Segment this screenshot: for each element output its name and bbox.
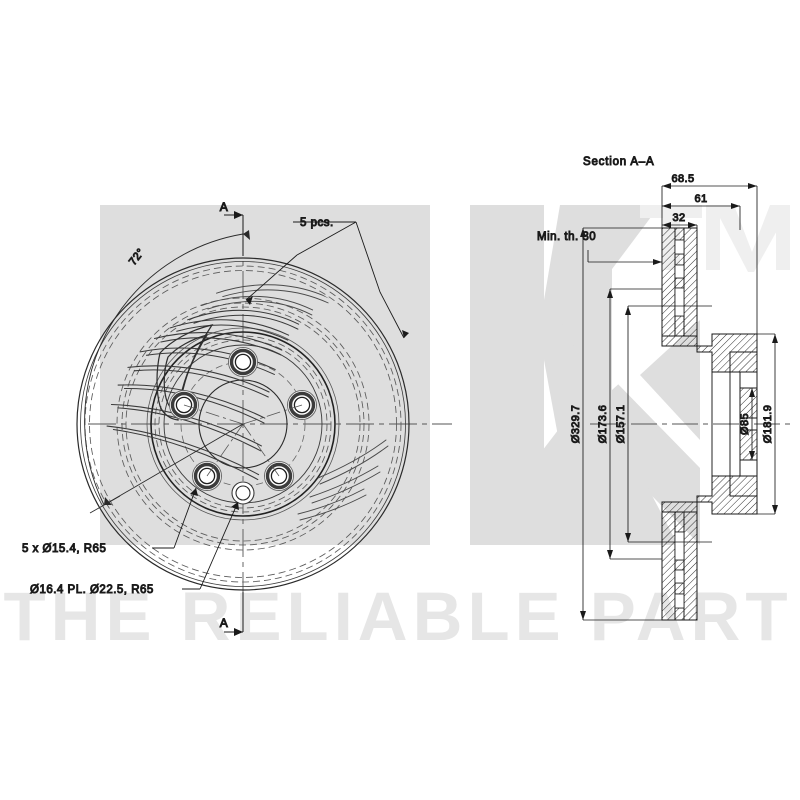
- min-thickness-label: Min. th. 30: [537, 231, 596, 243]
- front-view: 72° A A 5 pcs.: [22, 200, 452, 636]
- dim-label-173-6: Ø173.6: [597, 405, 609, 443]
- friction-ring-upper: [661, 227, 698, 337]
- dim-label-157-1: Ø157.1: [615, 405, 627, 443]
- locating-pin-hole: [231, 481, 255, 505]
- vane-count-label: 5 pcs.: [300, 217, 334, 229]
- section-mark-top: [224, 211, 244, 256]
- watermark-tagline: THE RELIABLE PART: [3, 578, 792, 655]
- note-bolt-holes: 5 x Ø15.4, R65: [22, 543, 106, 555]
- hat-profile-lines: [711, 372, 758, 476]
- vertical-dimensions-right: [740, 333, 778, 515]
- section-letter-bottom: A: [220, 616, 229, 630]
- dim-label-329-7: Ø329.7: [570, 405, 582, 443]
- section-letter-top: A: [220, 200, 229, 214]
- dim-label-32: 32: [672, 212, 685, 224]
- vertical-dimensions-left: [580, 227, 712, 621]
- angle-dimension-72: [84, 230, 250, 514]
- dim-label-85: Ø85: [739, 413, 751, 435]
- min-thickness-leader: [587, 250, 662, 265]
- hat-section-lower: [661, 429, 758, 515]
- friction-ring-inner-circle: [150, 331, 336, 517]
- dim-label-68-5: 68.5: [671, 173, 694, 185]
- dim-label-181-9: Ø181.9: [762, 405, 774, 443]
- outer-chamfer-circle: [80, 261, 406, 587]
- friction-ring-inner-circle-2: [146, 327, 340, 521]
- hat-section-upper: [661, 333, 758, 419]
- bolt-hole: [228, 347, 258, 377]
- center-lines: [88, 228, 452, 618]
- friction-ring-lower: [661, 511, 698, 621]
- section-view: Section A–A: [537, 156, 790, 621]
- vane-count-leader: [245, 221, 409, 339]
- section-title: Section A–A: [583, 156, 654, 168]
- dim-label-61: 61: [694, 193, 707, 205]
- note-pilot-hole: Ø16.4 PL. Ø22.5, R65: [30, 584, 154, 596]
- horizontal-dimensions: [661, 183, 758, 334]
- outer-edge-circle: [76, 257, 410, 591]
- note-leaders: [152, 487, 239, 590]
- section-mark-bottom: [224, 592, 244, 636]
- hidden-outline-circles: [84, 265, 402, 583]
- bolt-radial-lines: [183, 404, 303, 477]
